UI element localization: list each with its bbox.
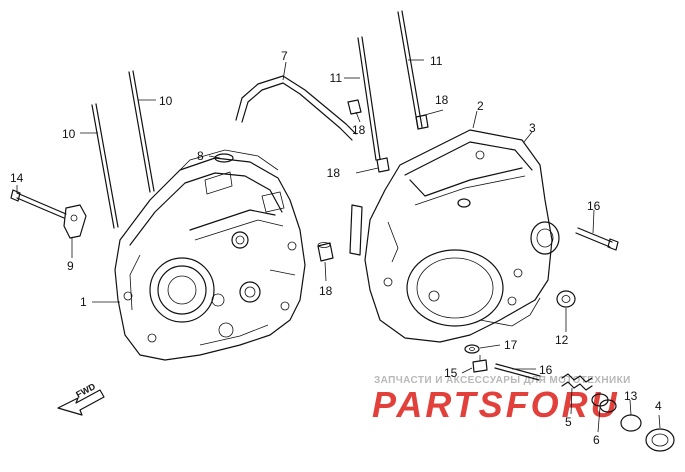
callout-11-left: 11	[330, 71, 343, 85]
callout-9: 9	[67, 259, 74, 273]
callout-18-middle: 18	[327, 166, 341, 180]
dowel-pin-lower	[317, 242, 334, 262]
stud-bolts-right	[357, 10, 423, 161]
callout-16-upper: 16	[587, 199, 601, 213]
stud-bolts-left	[91, 70, 155, 229]
callout-18-lower: 18	[319, 284, 333, 298]
leader-lines	[16, 59, 661, 433]
callout-12: 12	[555, 333, 569, 347]
left-crankcase-half	[114, 149, 306, 361]
callout-2: 2	[477, 99, 484, 113]
forward-arrow: FWD	[57, 381, 105, 416]
bolt-and-clamp	[10, 189, 87, 239]
washer	[464, 344, 480, 354]
watermark-subtitle: ЗАПЧАСТИ И АКСЕССУАРЫ ДЛЯ МОТОТЕХНИКИ	[374, 375, 631, 386]
callout-18-top-left: 18	[352, 123, 366, 137]
bolt-upper-right	[575, 227, 619, 251]
watermark-logo: PARTSFORU	[372, 384, 620, 425]
drain-bolt	[472, 355, 488, 373]
callout-18-top-right: 18	[435, 93, 449, 107]
watermark: ЗАПЧАСТИ И АКСЕССУАРЫ ДЛЯ МОТОТЕХНИКИ PA…	[372, 375, 631, 425]
oil-filter-assembly	[561, 373, 675, 452]
breather-tube	[235, 75, 357, 141]
dowel-pin-top	[214, 153, 234, 163]
callout-1: 1	[80, 295, 87, 309]
callout-10-upper: 10	[159, 94, 173, 108]
callout-15: 15	[444, 366, 458, 380]
callout-7: 7	[281, 49, 288, 63]
bolt-lower	[494, 363, 541, 381]
callout-4: 4	[655, 399, 662, 413]
callout-11-right: 11	[430, 54, 443, 68]
callout-13: 13	[624, 389, 638, 403]
callout-17: 17	[504, 338, 518, 352]
fwd-label: FWD	[74, 381, 97, 400]
callout-numbers: 7 8 10 10 14 9 1 11 11 18 18 18 18 2 3 1…	[10, 49, 662, 447]
callout-3: 3	[529, 121, 536, 135]
callout-8: 8	[197, 149, 204, 163]
callout-5: 5	[565, 415, 572, 429]
oil-seal	[556, 290, 576, 308]
right-crankcase-half	[349, 129, 560, 343]
callout-14: 14	[10, 171, 24, 185]
callout-16-lower: 16	[539, 363, 553, 377]
callout-6: 6	[593, 433, 600, 447]
callout-10-lower: 10	[62, 127, 76, 141]
